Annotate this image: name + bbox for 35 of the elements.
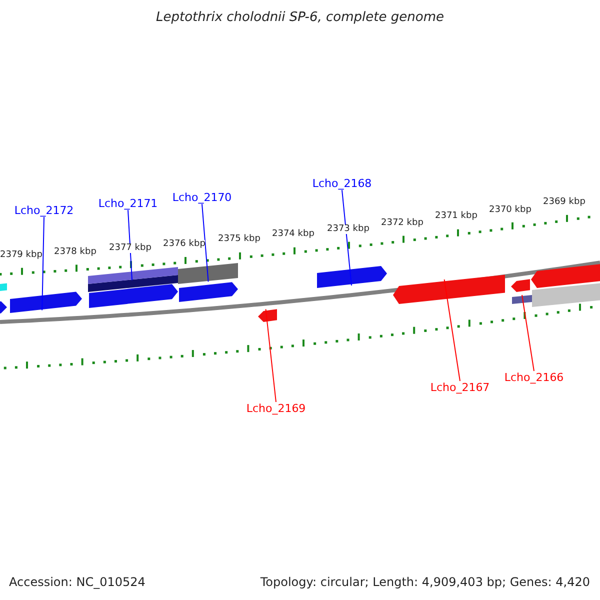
gene-label: Lcho_2167 [430,382,490,393]
scale-label: 2379 kbp [0,250,42,260]
gene-label: Lcho_2169 [246,403,306,414]
gene-bar [178,263,238,284]
leader-line [202,204,209,282]
gene-label: Lcho_2166 [504,372,564,383]
leader-line [522,294,534,372]
gene-feature [258,309,277,322]
scale-label: 2374 kbp [272,230,314,240]
leader-line [444,279,460,382]
gene-bar [512,295,532,304]
leader-line [128,210,133,281]
gene-label: Lcho_2171 [98,198,158,209]
title: Leptothrix cholodnii SP-6, complete genome [155,11,445,24]
scale-label: 2375 kbp [218,235,260,244]
scale-label: 2376 kbp [163,240,206,249]
gene-label: Lcho_2172 [14,205,74,216]
gene-feature [393,274,505,304]
scale-label: 2370 kbp [489,206,532,215]
footer-text: Topology: circular; Length: 4,909,403 bp; Genes: 4,420 [260,576,590,588]
leader-line [342,190,352,286]
gene-bar [88,267,178,284]
footer-text: Accession: NC_010524 [9,576,146,588]
gene-feature [10,292,82,313]
gene-label: Lcho_2168 [312,178,372,189]
gene-label: Lcho_2170 [172,192,232,203]
scale-label: 2373 kbp [327,224,370,234]
scale-label: 2371 kbp [435,212,478,222]
leader-line [265,308,276,402]
scale-label: 2377 kbp [109,244,152,254]
scale-label: 2372 kbp [381,218,424,228]
gene-feature [317,266,387,288]
leader-line [42,216,44,311]
scale-label: 2378 kbp [54,248,96,257]
scale-label: 2369 kbp [543,198,586,208]
